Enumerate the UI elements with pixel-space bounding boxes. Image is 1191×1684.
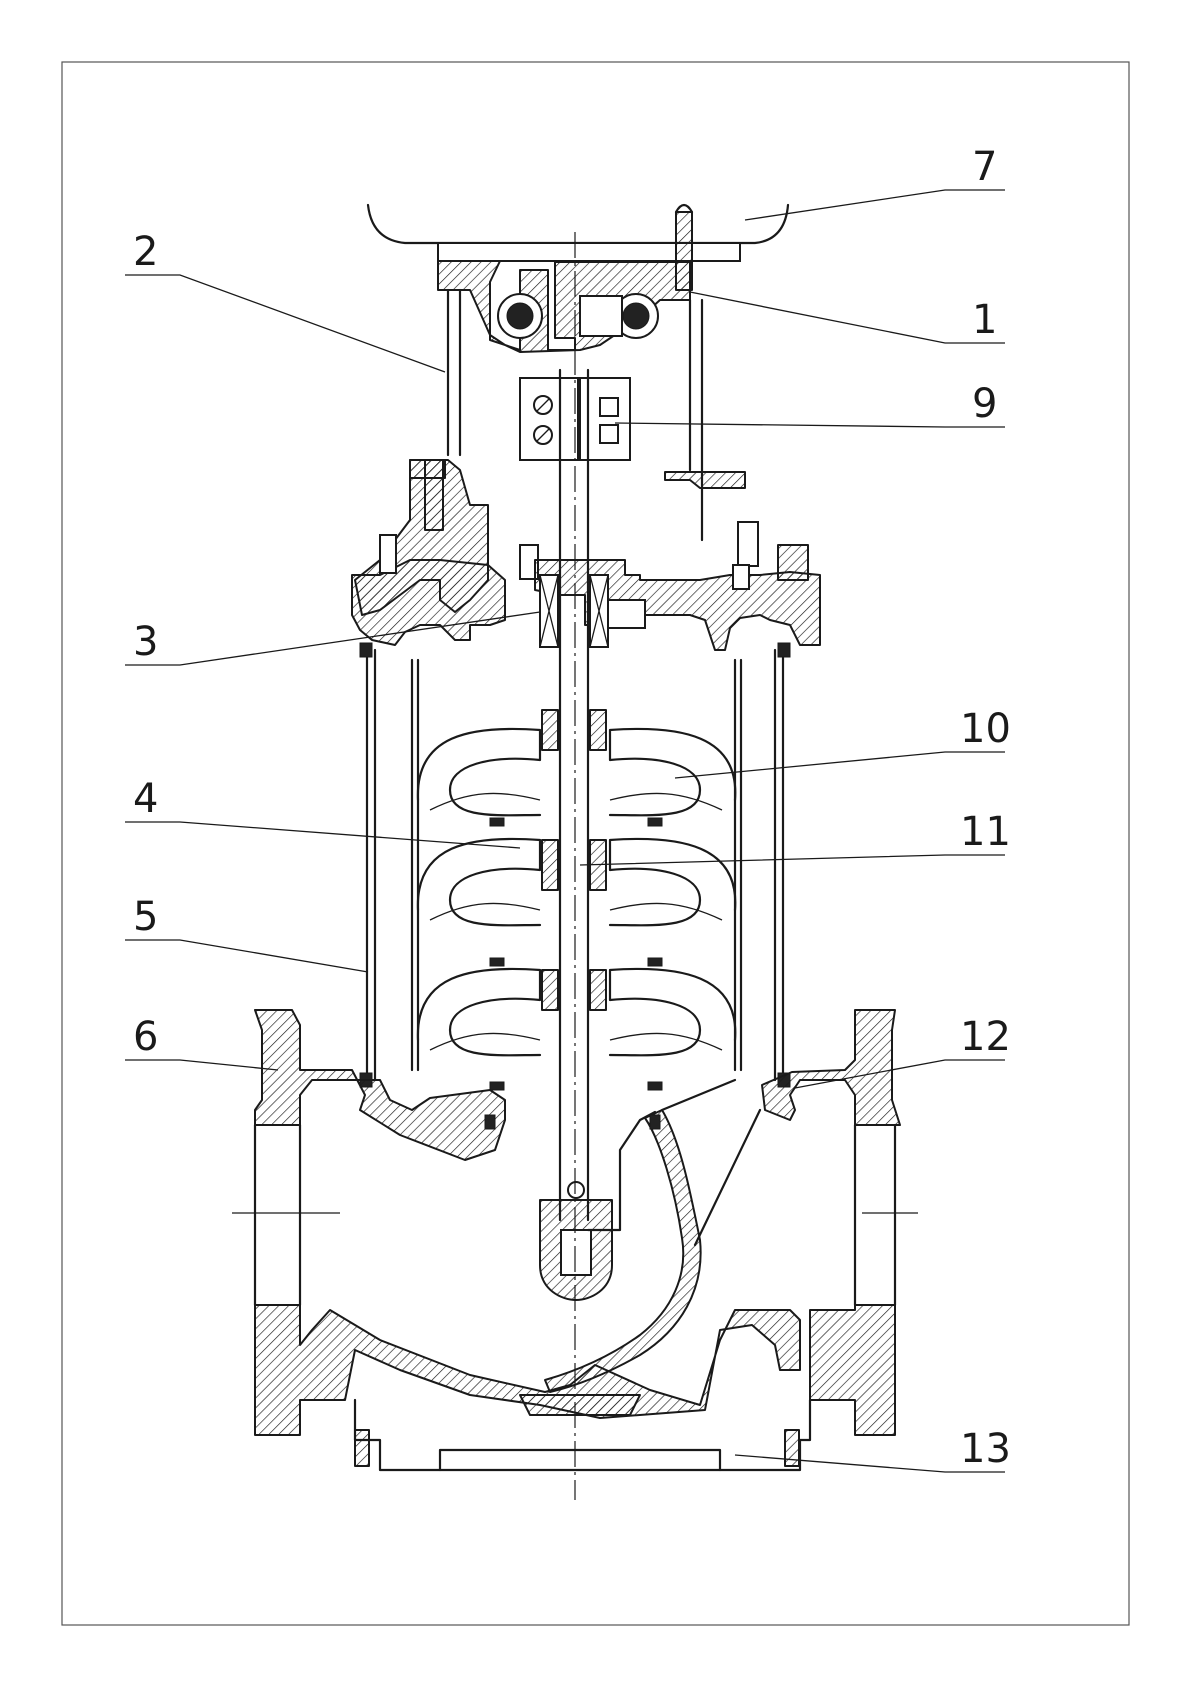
callout-3: 3 [133,619,158,665]
callout-6: 6 [133,1014,158,1060]
callout-7: 7 [972,144,997,190]
callout-1: 1 [972,297,997,343]
callout-5: 5 [133,894,158,940]
impeller-stages [418,710,735,1090]
pump-head-cover [352,460,820,650]
callout-2: 2 [133,229,158,275]
callout-4: 4 [133,776,158,822]
callout-10: 10 [960,706,1011,752]
callout-12: 12 [960,1014,1011,1060]
callout-13: 13 [960,1426,1011,1472]
callout-11: 11 [960,809,1011,855]
callout-9: 9 [972,381,997,427]
